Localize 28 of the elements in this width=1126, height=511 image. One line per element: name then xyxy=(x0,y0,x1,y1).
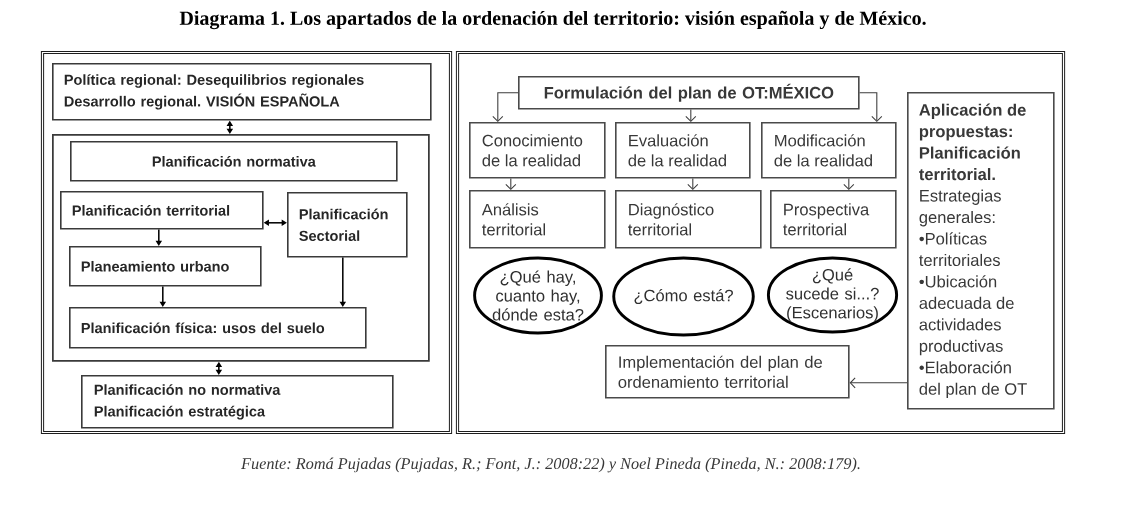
panel-frame xyxy=(40,50,453,435)
process-box: Política regional: Desequilibrios regionales Desarrollo regional. VISIÓN ESPAÑOLA xyxy=(52,63,432,121)
arrow xyxy=(685,109,697,122)
arrow xyxy=(859,92,883,122)
source-caption: Fuente: Romá Pujadas (Pujadas, R.; Font, J.: 2008:22) y Noel Pineda (Pineda, N.: 2008:179). xyxy=(241,457,860,473)
process-box: Implementación del plan de ordenamiento territorial xyxy=(605,345,850,399)
process-box: Planificación territorial xyxy=(60,191,264,230)
process-box: Prospectiva territorial xyxy=(770,190,897,249)
heading-box: Formulación del plan de OT:MÉXICO xyxy=(518,76,860,110)
arrow xyxy=(843,178,855,190)
panel-frame xyxy=(455,50,1066,435)
process-box: Planificación física: usos del suelo xyxy=(69,307,367,349)
arrow xyxy=(492,92,519,122)
arrow xyxy=(505,178,517,190)
process-box: Planificación Sectorial xyxy=(287,192,408,258)
arrow xyxy=(687,178,699,190)
title: Diagrama 1. Los apartados de la ordenación del territorio: visión española y de México. xyxy=(179,10,926,30)
process-box: Diagnóstico territorial xyxy=(615,190,762,249)
group-frame xyxy=(52,134,430,362)
process-box: Modificación de la realidad xyxy=(761,122,897,179)
process-box: Planeamiento urbano xyxy=(69,246,262,287)
process-box: Análisis territorial xyxy=(469,190,606,249)
arrow xyxy=(849,377,908,389)
process-box: Aplicación de propuestas: Planificación territorial. Estrategias generales: •Políticas territoriales •Ubicación adecuada de actividades productivas •Elaboración del plan de OT xyxy=(907,92,1055,410)
process-box: Planificación no normativa Planificación estratégica xyxy=(81,375,394,429)
process-box: Evaluación de la realidad xyxy=(615,122,751,179)
process-box: Conocimiento de la realidad xyxy=(469,122,606,179)
process-box: Planificación normativa xyxy=(70,141,398,182)
